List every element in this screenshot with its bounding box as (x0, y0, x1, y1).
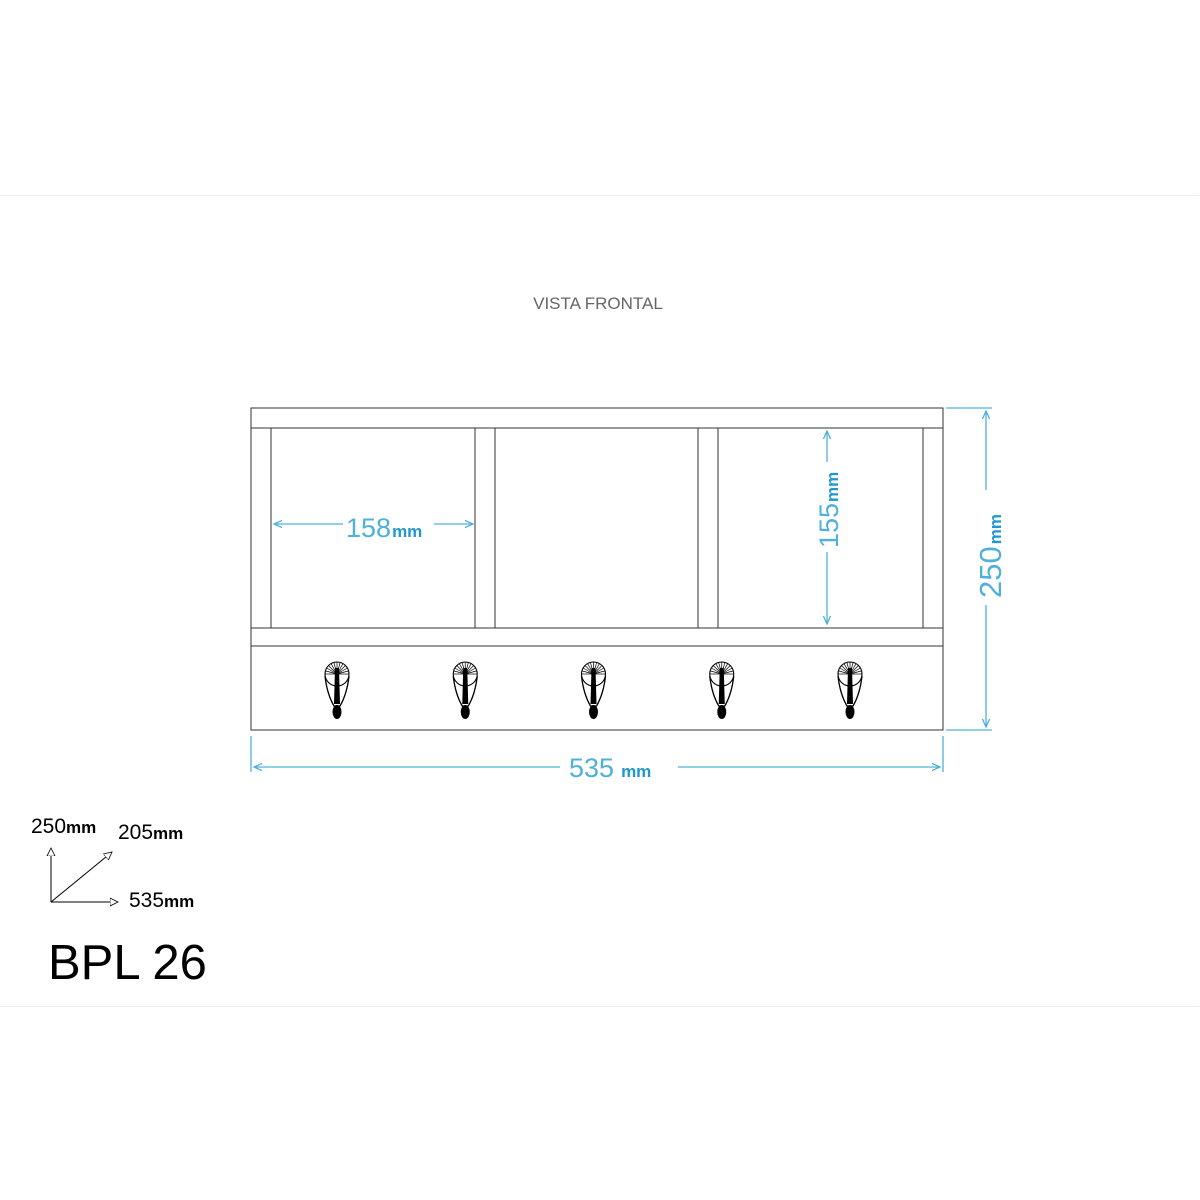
right-side-panel (922, 427, 944, 629)
shelf-outline (250, 407, 944, 731)
compartment-width-value: 158 (346, 513, 391, 543)
svg-text:535mm: 535 mm (569, 753, 651, 783)
divider-right (697, 427, 719, 629)
legend-depth-value: 205 (118, 821, 153, 844)
hook-rail (250, 645, 944, 731)
compartment-height-value: 155 (814, 503, 844, 548)
svg-text:205mm: 205mm (118, 821, 183, 844)
coat-hook-icon (580, 661, 607, 719)
drawing-sheet (0, 195, 1199, 1007)
legend-height-value: 250 (31, 815, 66, 838)
dimension-total-width: 535 mm (250, 736, 944, 783)
legend-height-unit: mm (66, 818, 96, 837)
dimension-compartment-height: 155mm (814, 431, 844, 624)
svg-text:535mm: 535mm (129, 889, 194, 912)
svg-text:158mm: 158mm (346, 513, 422, 543)
svg-text:155mm: 155mm (814, 472, 844, 548)
total-width-value: 535 (569, 753, 614, 783)
total-height-unit: mm (986, 514, 1005, 544)
svg-text:250mm: 250mm (973, 514, 1008, 598)
compartment-height-unit: mm (823, 472, 842, 502)
svg-text:250mm: 250mm (31, 815, 96, 838)
coat-hook-icon (709, 661, 735, 719)
legend-depth-unit: mm (153, 824, 183, 843)
divider-left (474, 427, 496, 629)
compartment-width-unit: mm (392, 522, 422, 541)
coat-hook-icon (837, 661, 863, 719)
depth-axis-arrow (50, 852, 112, 903)
shelf-board (250, 627, 944, 647)
hooks-row (324, 661, 863, 719)
dimension-total-height: 250mm (946, 407, 1008, 731)
model-code: BPL 26 (48, 936, 207, 990)
dimension-compartment-width: 158mm (274, 513, 473, 543)
total-width-unit: mm (621, 762, 651, 781)
legend-width-value: 535 (129, 889, 164, 912)
top-board (250, 407, 944, 429)
left-side-panel (250, 427, 272, 629)
legend-width-unit: mm (164, 892, 194, 911)
coat-hook-icon (452, 661, 478, 719)
coat-hook-icon (324, 661, 350, 719)
axes-legend: 250mm 205mm 535mm (31, 815, 194, 912)
total-height-value: 250 (973, 546, 1008, 598)
view-title: VISTA FRONTAL (533, 294, 663, 313)
